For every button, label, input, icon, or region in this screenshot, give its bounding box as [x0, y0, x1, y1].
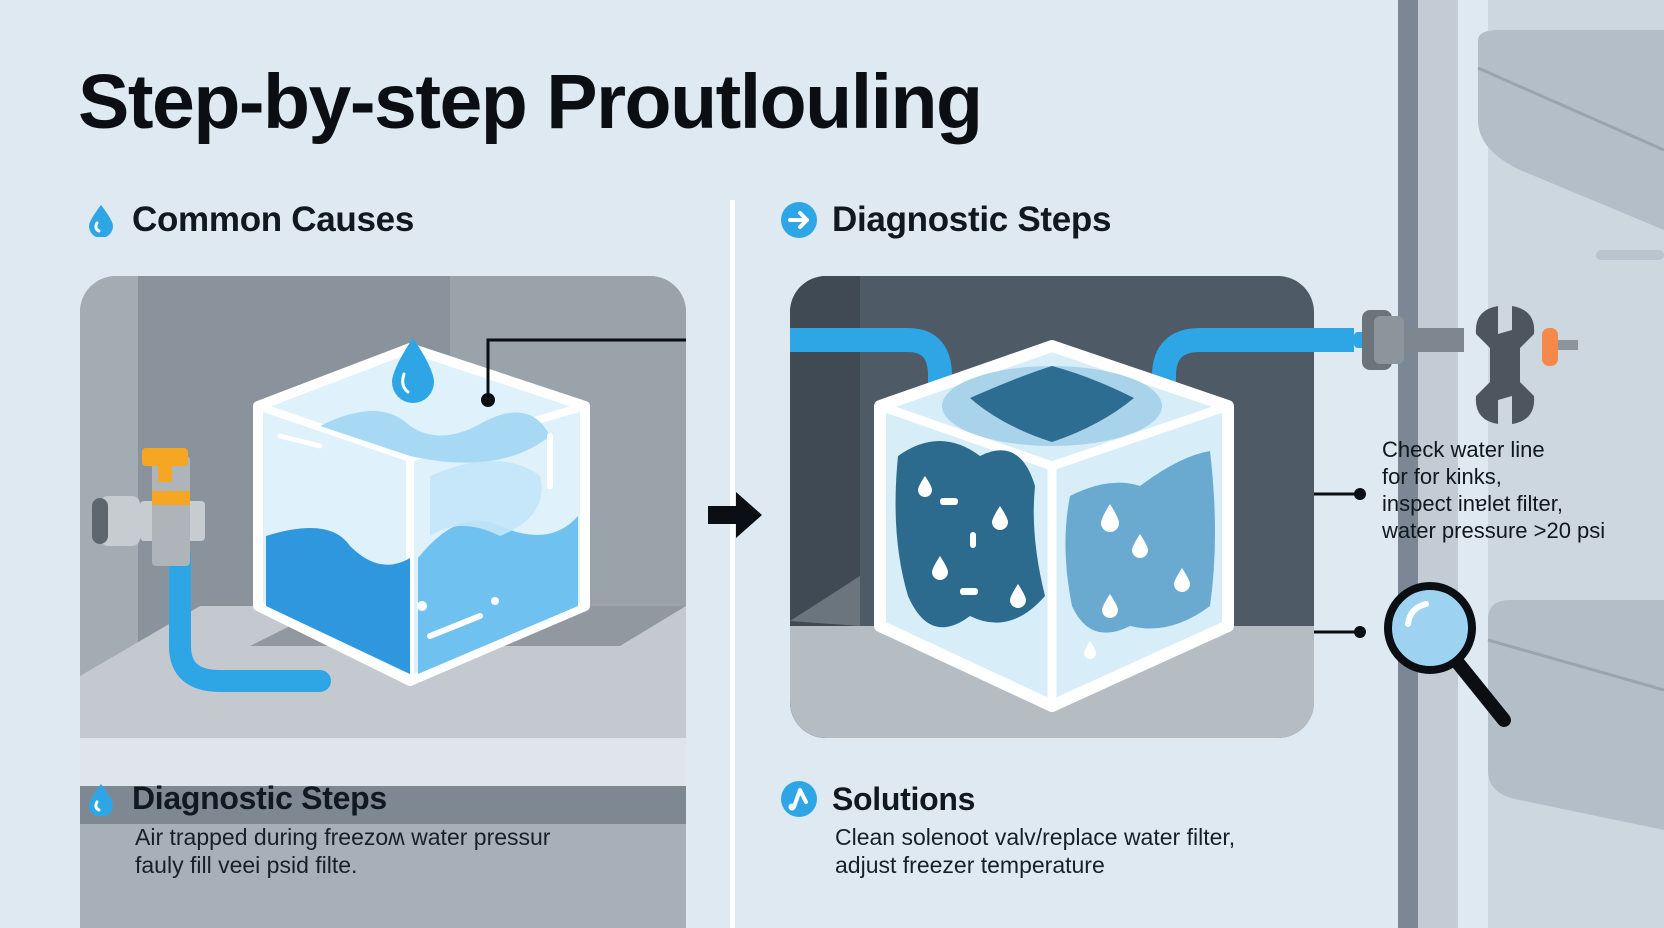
water-drop-icon: [89, 205, 113, 237]
water-drop-icon: [89, 783, 113, 816]
common-causes-illustration: [80, 276, 686, 738]
arrow-right-circle-icon: [781, 202, 817, 238]
caption-line: adjust freezer temperature: [835, 852, 1105, 878]
callout-line: for for kinks,: [1382, 464, 1502, 489]
column-divider: [730, 200, 735, 928]
solutions-heading: Solutions: [780, 780, 975, 818]
water-valve-icon: [92, 448, 205, 566]
wrench-icon: [1475, 306, 1535, 424]
common-causes-description: Air trapped during freezoʍ water pressur…: [135, 823, 550, 879]
lower-left-shelf: [80, 738, 686, 928]
callout-line: Check water line: [1382, 437, 1545, 462]
page-title: Step-by-step Proutlouling: [78, 59, 983, 145]
diagnostic-callout-text: Check water line for for kinks, inspect …: [1382, 436, 1605, 544]
callout-line: water pressure >20 psi: [1382, 518, 1606, 543]
diagnostic-steps-heading: Diagnostic Steps: [780, 200, 1111, 240]
caption-line: Air trapped during freezoʍ water pressur: [135, 824, 551, 850]
callout-line: inspect inɐlet filter,: [1382, 491, 1563, 516]
solutions-description: Clean solenoot valv/replace water filter…: [835, 823, 1235, 879]
caption-line: fauly fill veei psid filte.: [135, 852, 358, 878]
caption-line: Clean solenoot valv/replace water filter…: [835, 824, 1236, 850]
music-note-circle-icon: [781, 781, 817, 817]
solutions-label: Solutions: [832, 780, 976, 817]
right-tools-area: [1314, 306, 1578, 638]
common-causes-heading: Common Causes: [84, 200, 414, 240]
diagnostic-steps-illustration: [790, 276, 1314, 738]
diagnostic-steps-label: Diagnostic Steps: [832, 200, 1112, 239]
common-causes-label: Common Causes: [132, 200, 414, 239]
diagnostic-steps-lower-label: Diagnostic Steps: [132, 780, 387, 816]
diagnostic-steps-lower-heading: Diagnostic Steps: [84, 780, 387, 817]
right-arrow-icon: [708, 492, 762, 538]
callout-connectors: [1172, 494, 1342, 640]
magnifier-icon: [1384, 582, 1511, 727]
